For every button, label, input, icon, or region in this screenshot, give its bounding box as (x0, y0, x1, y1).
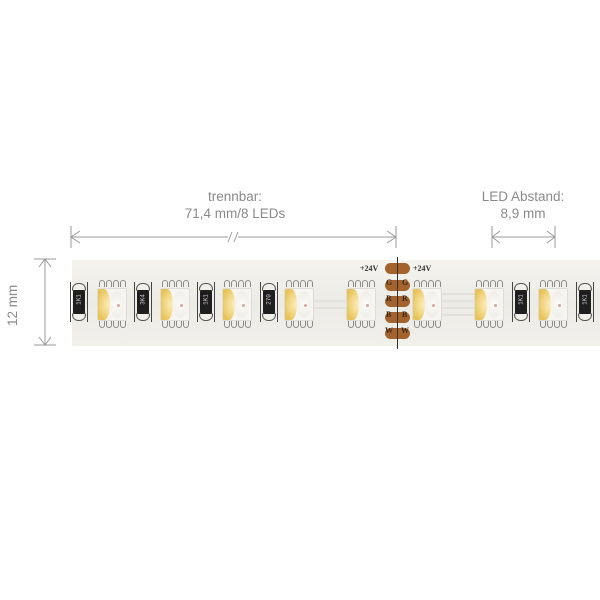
led-pins-top (540, 280, 567, 288)
resistor-code: 270 (265, 294, 273, 305)
rgbw-led (474, 288, 504, 321)
rgbw-led (222, 288, 252, 321)
led-pins-bottom (476, 321, 503, 329)
resistor-code: 1K1 (517, 294, 525, 305)
led-pins-top (99, 280, 126, 288)
pad-letter-w-left: W (385, 326, 393, 335)
resistor-code: 1K1 (202, 294, 210, 305)
led-pins-bottom (224, 321, 251, 329)
cut-line (397, 257, 398, 349)
smd-resistor: 1K1 (576, 282, 594, 322)
led-spacing-label: LED Abstand: 8,9 mm (462, 188, 584, 222)
rgbw-led (284, 288, 314, 321)
smd-resistor: 1K1 (197, 282, 215, 322)
pcb-trace (310, 300, 346, 302)
smd-resistor: 1K1 (70, 282, 88, 322)
pad-letter-r-right: R (402, 294, 408, 303)
led-pins-top (224, 280, 251, 288)
pcb-trace (440, 314, 475, 316)
cut-length-title: trennbar: (207, 189, 263, 204)
led-pins-top (348, 280, 375, 288)
pad-letter-r-left: R (386, 294, 392, 303)
led-spacing-value: 8,9 mm (500, 206, 546, 221)
rgbw-led (412, 288, 442, 321)
voltage-label-right: +24V (413, 264, 432, 273)
resistor-code: 1K1 (581, 294, 589, 305)
strip-width-label: 12 mm (5, 284, 20, 326)
pad-letter-g-left: G (386, 278, 393, 287)
rgbw-led (160, 288, 190, 321)
resistor-code: 3K4 (139, 294, 147, 305)
smd-resistor: 270 (260, 282, 278, 322)
resistor-code: 1K1 (75, 294, 83, 305)
pad-letter-g-right: G (402, 278, 409, 287)
rgbw-led (346, 288, 376, 321)
led-pins-top (414, 280, 441, 288)
rgbw-led (97, 288, 127, 321)
pad-letter-w-right: W (401, 326, 409, 335)
pcb-trace (440, 300, 475, 302)
pcb-trace (440, 307, 475, 309)
led-pins-bottom (286, 321, 313, 329)
cut-length-value: 71,4 mm/8 LEDs (184, 206, 286, 221)
pad-letter-b-right: B (402, 310, 408, 319)
led-pins-bottom (414, 321, 441, 329)
rgbw-led (538, 288, 568, 321)
led-pins-top (286, 280, 313, 288)
pcb-trace (310, 307, 346, 309)
smd-resistor: 1K1 (512, 282, 530, 322)
led-spacing-title: LED Abstand: (481, 189, 565, 204)
cut-length-label: trennbar: 71,4 mm/8 LEDs (150, 188, 320, 222)
led-pins-top (476, 280, 503, 288)
pad-letter-b-left: B (386, 310, 392, 319)
led-pins-bottom (348, 321, 375, 329)
led-pins-top (162, 280, 189, 288)
pcb-trace (440, 293, 475, 295)
led-pins-bottom (540, 321, 567, 329)
led-pins-bottom (99, 321, 126, 329)
voltage-label-left: +24V (360, 264, 379, 273)
led-pins-bottom (162, 321, 189, 329)
smd-resistor: 3K4 (134, 282, 152, 322)
